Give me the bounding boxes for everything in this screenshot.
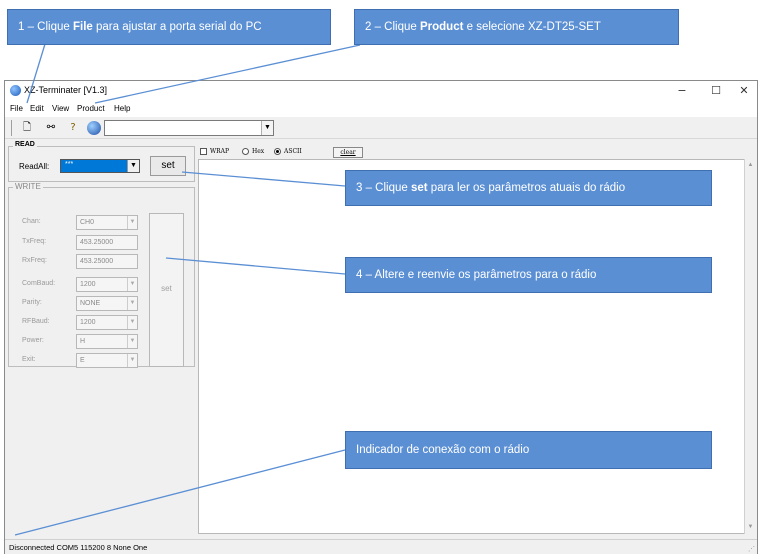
ascii-label: ASCII [284,148,302,155]
readall-select[interactable]: *** ▼ [60,159,140,173]
connection-status: Disconnected COM5 115200 8 None One [9,543,148,552]
status-bar: Disconnected COM5 115200 8 None One ⋰ [5,539,757,554]
txfreq-value: 453.25000 [80,239,114,246]
receive-text-area[interactable] [198,159,746,534]
callout-3: 3 – Clique set para ler os parâmetros at… [345,170,712,206]
readall-label: ReadAll: [19,162,50,171]
rxfreq-value: 453.25000 [80,258,114,265]
read-group: READ ReadAll: *** ▼ set [8,141,195,182]
readall-value: *** [65,161,74,168]
write-legend: WRITE [13,182,43,191]
chevron-down-icon[interactable]: ▼ [127,216,137,229]
callout-2-bold: Product [419,21,464,33]
scroll-up-icon[interactable]: ▲ [747,162,754,168]
hex-radio[interactable] [242,148,249,155]
combaud-select[interactable]: 1200 ▼ [76,277,138,292]
rfbaud-value: 1200 [80,319,96,326]
toolbar-combo[interactable]: ▼ [104,120,274,136]
write-set-button[interactable]: set [149,213,184,367]
chevron-down-icon[interactable]: ▼ [127,335,137,348]
callout-2-suffix: e selecione XZ-DT25-SET [463,21,601,33]
globe-icon[interactable] [87,121,101,135]
toolbar-separator [11,120,12,136]
menu-bar: File Edit View Product Help [5,101,757,117]
app-logo-icon [10,85,21,96]
connect-icon[interactable]: ⚯ [46,122,56,133]
callout-1-bold: File [72,21,93,33]
read-set-button[interactable]: set [150,156,186,176]
callout-5: Indicador de conexão com o rádio [345,431,712,469]
chevron-down-icon[interactable]: ▼ [127,160,139,172]
power-value: H [80,338,86,345]
rfbaud-label: RFBaud: [22,318,50,325]
new-document-icon[interactable]: 🗋 [22,122,32,133]
write-group: WRITE Chan: CH0 ▼ TxFreq: 453.25000 RxFr… [8,182,195,368]
callout-3-bold: set [410,182,428,194]
chevron-down-icon[interactable]: ▼ [127,278,137,291]
callout-2: 2 – Clique Product e selecione XZ-DT25-S… [354,9,679,45]
callout-4: 4 – Altere e reenvie os parâmetros para … [345,257,712,293]
rxfreq-label: RxFreq: [22,257,47,264]
chan-label: Chan: [22,218,41,225]
callout-5-text: Indicador de conexão com o rádio [356,444,530,456]
title-bar[interactable]: XZ-Terminater [V1.3] − ☐ ✕ [5,81,757,101]
menu-product[interactable]: Product [77,104,105,113]
callout-3-suffix: para ler os parâmetros atuais do rádio [427,182,626,194]
read-legend: READ [13,141,37,148]
txfreq-input[interactable]: 453.25000 [76,235,138,250]
chan-value: CH0 [80,219,95,226]
display-options: WRAP Hex ASCII clear [198,147,498,159]
callout-2-prefix: 2 – Clique [365,21,420,33]
window-title: XZ-Terminater [V1.3] [24,85,108,95]
exit-select[interactable]: E ▼ [76,353,138,368]
power-label: Power: [22,337,44,344]
parity-select[interactable]: NONE ▼ [76,296,138,311]
help-icon[interactable]: ? [70,122,76,133]
callout-4-text: 4 – Altere e reenvie os parâmetros para … [356,269,597,281]
chevron-down-icon[interactable]: ▼ [127,316,137,329]
close-button[interactable]: ✕ [739,84,749,97]
menu-view[interactable]: View [52,104,70,113]
callout-3-prefix: 3 – Clique [356,182,411,194]
callout-1: 1 – Clique File para ajustar a porta ser… [7,9,331,45]
chan-select[interactable]: CH0 ▼ [76,215,138,230]
clear-button[interactable]: clear [333,147,363,158]
combaud-label: ComBaud: [22,280,56,287]
app-window: XZ-Terminater [V1.3] − ☐ ✕ File Edit Vie… [4,80,758,554]
power-select[interactable]: H ▼ [76,334,138,349]
callout-1-prefix: 1 – Clique [18,21,73,33]
parity-value: NONE [80,300,101,307]
ascii-radio[interactable] [274,148,281,155]
combaud-value: 1200 [80,281,96,288]
hex-label: Hex [252,148,265,155]
menu-help[interactable]: Help [114,104,131,113]
resize-grip-icon[interactable]: ⋰ [748,546,755,553]
rxfreq-input[interactable]: 453.25000 [76,254,138,269]
toolbar: 🗋 ⚯ ? ▼ [5,117,757,139]
maximize-button[interactable]: ☐ [711,84,721,97]
menu-edit[interactable]: Edit [30,104,44,113]
chevron-down-icon[interactable]: ▼ [127,354,137,367]
minimize-button[interactable]: − [677,84,687,97]
rfbaud-select[interactable]: 1200 ▼ [76,315,138,330]
chevron-down-icon[interactable]: ▼ [127,297,137,310]
wrap-label: WRAP [210,148,230,155]
wrap-checkbox[interactable] [200,148,207,155]
menu-file[interactable]: File [10,104,23,113]
vertical-scrollbar[interactable]: ▲ ▼ [744,159,755,534]
parity-label: Parity: [22,299,42,306]
scroll-down-icon[interactable]: ▼ [747,524,754,530]
chevron-down-icon[interactable]: ▼ [261,121,273,135]
exit-label: Exit: [22,356,36,363]
txfreq-label: TxFreq: [22,238,47,245]
exit-value: E [80,357,85,364]
callout-1-suffix: para ajustar a porta serial do PC [92,21,262,33]
